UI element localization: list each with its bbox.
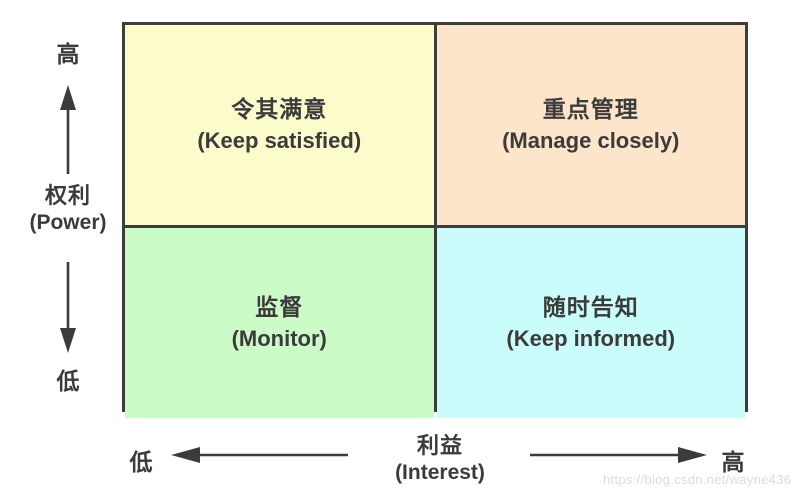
arrow-left-icon	[171, 447, 348, 463]
stakeholder-matrix: 令其满意 (Keep satisfied) 重点管理 (Manage close…	[122, 22, 748, 418]
arrow-down-icon	[60, 262, 76, 353]
arrow-up-icon	[60, 85, 76, 174]
quadrant-label-en: (Keep satisfied)	[197, 127, 362, 153]
power-axis-high-label: 高	[56, 41, 80, 67]
power-axis-title: 权利 (Power)	[18, 182, 118, 236]
quadrant-label-zh: 监督	[255, 294, 304, 321]
quadrant-label-zh: 随时告知	[542, 294, 639, 321]
quadrant-label-zh: 令其满意	[231, 96, 328, 123]
interest-axis-high-label: 高	[721, 449, 745, 475]
quadrant-label-en: (Keep informed)	[506, 325, 676, 351]
quadrant-monitor[interactable]: 监督 (Monitor)	[125, 228, 434, 418]
quadrant-manage-closely[interactable]: 重点管理 (Manage closely)	[436, 25, 745, 225]
power-axis: 高 权利 (Power) 低	[18, 22, 118, 412]
quadrant-label-zh: 重点管理	[542, 96, 639, 123]
arrow-right-icon	[530, 447, 707, 463]
watermark: https://blog.csdn.net/wayne436	[603, 472, 792, 487]
interest-axis-title: 利益 (Interest)	[355, 432, 525, 486]
interest-axis-title-en: (Interest)	[395, 460, 485, 484]
power-axis-low-label: 低	[56, 368, 80, 394]
quadrant-label-en: (Monitor)	[231, 325, 327, 351]
power-axis-title-zh: 权利	[44, 183, 91, 208]
interest-axis-low-label: 低	[129, 449, 153, 475]
quadrant-label-en: (Manage closely)	[502, 127, 680, 153]
quadrant-keep-informed[interactable]: 随时告知 (Keep informed)	[436, 228, 745, 418]
power-axis-title-en: (Power)	[29, 210, 107, 234]
quadrant-keep-satisfied[interactable]: 令其满意 (Keep satisfied)	[125, 25, 434, 225]
interest-axis: 低 利益 (Interest) 高	[0, 430, 811, 500]
interest-axis-title-zh: 利益	[416, 433, 463, 458]
